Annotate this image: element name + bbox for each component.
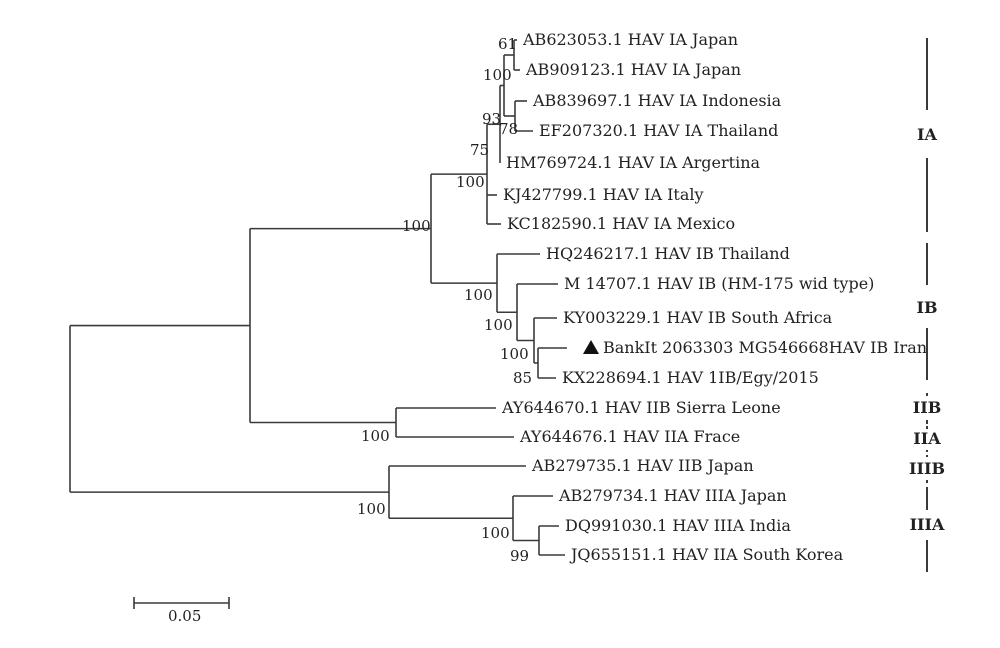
leaf-label: AB839697.1 HAV IA Indonesia [532,91,782,110]
leaf-label: EF207320.1 HAV IA Thailand [539,121,778,140]
bootstrap-value: 100 [500,345,529,363]
leaf-label: AB279735.1 HAV IIB Japan [531,456,754,475]
bootstrap-value: 100 [483,66,512,84]
leaf-label: AB909123.1 HAV IA Japan [525,60,741,79]
leaf-label: AY644676.1 HAV IIA Frace [519,427,740,446]
leaf-label: JQ655151.1 HAV IIA South Korea [569,545,844,564]
clade-label: IIIA [910,515,945,534]
leaf-label: KX228694.1 HAV 1IB/Egy/2015 [562,368,819,387]
clade-label: IIB [913,398,942,417]
clade-label: IIA [913,429,941,448]
bootstrap-value: 75 [470,141,489,159]
leaf-label: AY644670.1 HAV IIB Sierra Leone [501,398,781,417]
leaf-label: HM769724.1 HAV IA Argertina [506,153,760,172]
leaf-label: KJ427799.1 HAV IA Italy [503,185,704,204]
leaf-label: KY003229.1 HAV IB South Africa [563,308,833,327]
leaf-label: DQ991030.1 HAV IIIA India [565,516,791,535]
scale-bar-label: 0.05 [168,607,201,625]
leaf-label: M 14707.1 HAV IB (HM-175 wid type) [564,274,874,293]
clade-label: IIIB [909,459,945,478]
bootstrap-value: 100 [464,286,493,304]
bootstrap-value: 100 [456,173,485,191]
clade-label: IB [916,298,937,317]
clade-label: IA [917,125,937,144]
bootstrap-value: 100 [484,316,513,334]
bootstrap-value: 93 [482,110,501,128]
bootstrap-value: 100 [357,500,386,518]
leaf-label: AB279734.1 HAV IIIA Japan [558,486,787,505]
leaf-label: HQ246217.1 HAV IB Thailand [546,244,790,263]
leaf-label: AB623053.1 HAV IA Japan [522,30,738,49]
triangle-marker-icon [583,340,599,354]
bootstrap-value: 61 [498,35,517,53]
scale-bar: 0.05 [133,597,230,625]
clade-bars: IA IB IIB IIA IIIB IIIA [909,38,945,572]
leaf-label: BankIt 2063303 MG546668HAV IB Iran [603,338,927,357]
bootstrap-value: 100 [402,217,431,235]
bootstrap-value: 78 [499,120,518,138]
tree-branches [69,39,567,556]
bootstrap-value: 100 [361,427,390,445]
bootstrap-value: 85 [513,369,532,387]
leaf-label: KC182590.1 HAV IA Mexico [507,214,735,233]
bootstrap-value: 99 [510,547,529,565]
bootstrap-value: 100 [481,524,510,542]
